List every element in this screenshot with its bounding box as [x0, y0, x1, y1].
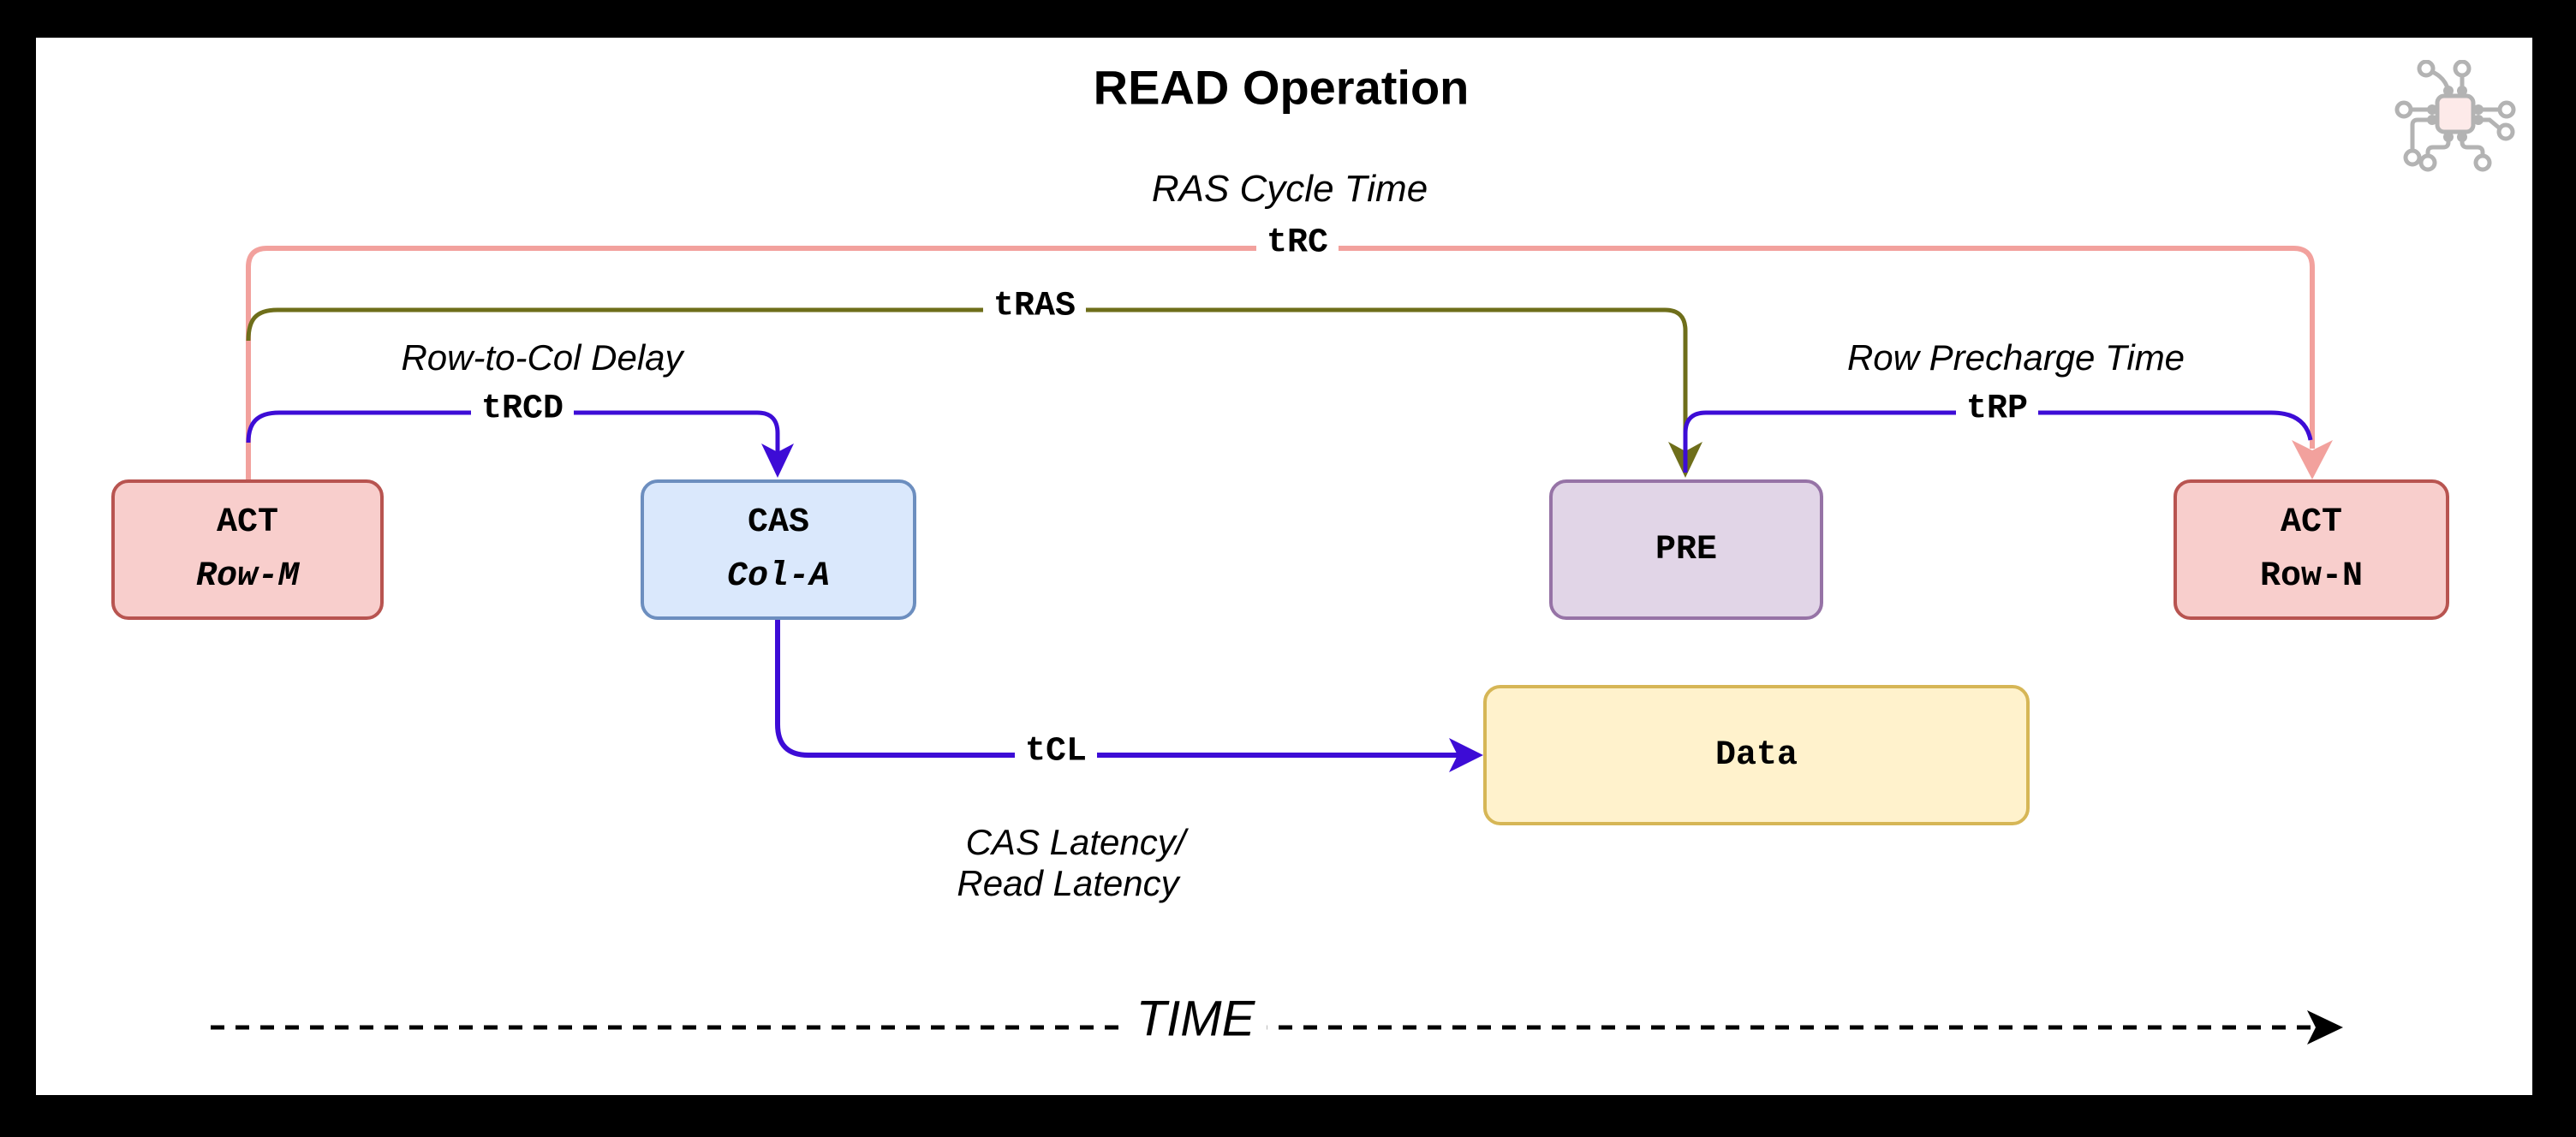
page-title: READ Operation — [1093, 60, 1470, 115]
trc-label: tRC — [1255, 223, 1339, 263]
node-data: Data — [1483, 685, 2030, 825]
trcd-arrowhead — [761, 443, 794, 478]
node-act-row-m-line2: Row-M — [195, 557, 300, 596]
node-cas-col-a-line2: Col-A — [726, 557, 831, 596]
node-act-row-n-line2: Row-N — [2259, 557, 2364, 596]
tcl-arrowhead — [1449, 738, 1483, 772]
time-axis-label: TIME — [1124, 990, 1267, 1048]
node-data-line1: Data — [1714, 735, 1798, 775]
tras-line — [246, 307, 1688, 449]
row-precharge-time-label: Row Precharge Time — [1846, 337, 2185, 378]
trc-arrowhead — [2292, 440, 2333, 479]
trp-label: tRP — [1955, 390, 2039, 429]
time-axis-arrowhead — [2307, 1010, 2343, 1045]
node-pre: PRE — [1549, 479, 1823, 620]
row-to-col-delay-label: Row-to-Col Delay — [401, 337, 683, 378]
node-act-row-n-line1: ACT — [2280, 503, 2342, 542]
trcd-label: tRCD — [470, 390, 575, 429]
chip-icon — [2394, 60, 2516, 172]
tcl-line — [775, 619, 1458, 758]
cas-latency-label-line2: Read Latency — [957, 863, 1179, 903]
node-cas-col-a-line1: CAS — [747, 503, 809, 542]
cas-latency-label-line1: CAS Latency/ — [965, 822, 1186, 862]
node-act-row-m: ACT Row-M — [111, 479, 384, 620]
node-pre-line1: PRE — [1655, 530, 1717, 569]
tras-label: tRAS — [982, 287, 1087, 326]
ras-cycle-time-label: RAS Cycle Time — [1151, 168, 1428, 210]
diagram-canvas — [36, 38, 2532, 1095]
node-act-row-n: ACT Row-N — [2174, 479, 2449, 620]
node-cas-col-a: CAS Col-A — [641, 479, 916, 620]
tcl-label: tCL — [1014, 732, 1098, 771]
node-act-row-m-line1: ACT — [216, 503, 278, 542]
